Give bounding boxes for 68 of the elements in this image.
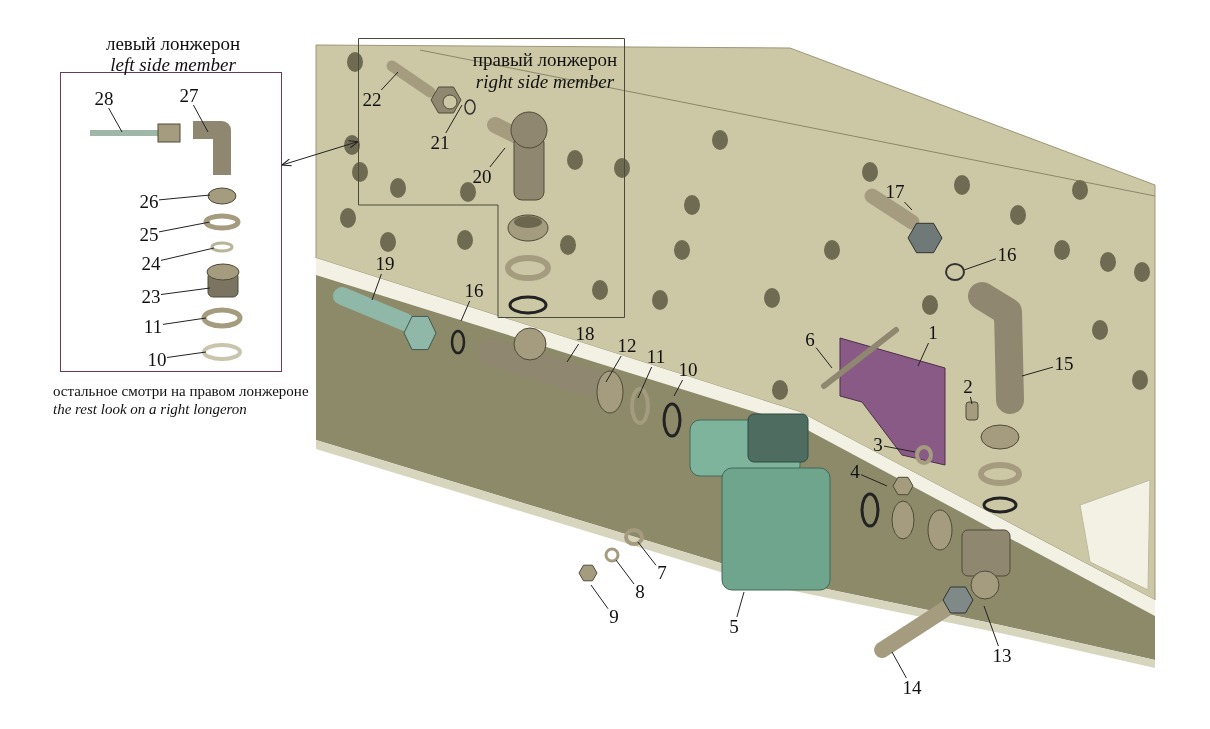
leader-line (917, 342, 929, 367)
leader-line (445, 104, 463, 134)
leader-line (903, 201, 913, 211)
leader-line (891, 651, 907, 679)
leader-line (162, 317, 207, 325)
leader-line (590, 584, 609, 610)
leader-line (615, 559, 635, 585)
callout-number: 27 (178, 86, 200, 106)
leader-line (158, 221, 211, 233)
callout-number: 15 (1053, 354, 1075, 374)
callout-number: 6 (804, 330, 816, 350)
callout-number: 5 (728, 617, 740, 637)
leader-line (160, 247, 215, 261)
callout-number: 13 (991, 646, 1013, 666)
note-text: the rest look on a right longeron (53, 400, 247, 418)
leader-line (371, 273, 382, 301)
callout-number: 11 (645, 347, 667, 367)
leader-line (673, 379, 684, 397)
group-heading: левый лонжерон (105, 33, 241, 54)
leader-line (108, 107, 123, 133)
leader-line (1021, 366, 1054, 377)
leader-line (860, 474, 888, 487)
callout-number: 11 (142, 317, 164, 337)
callout-number: 3 (872, 435, 884, 455)
double-arrow (281, 140, 359, 167)
callout-number: 21 (429, 133, 451, 153)
callout-number: 1 (927, 323, 939, 343)
note-text: остальное смотри на правом лонжероне (53, 382, 309, 400)
callout-number: 24 (140, 254, 162, 274)
leader-line (883, 445, 916, 453)
callout-number: 2 (962, 377, 974, 397)
leader-line (192, 104, 209, 133)
leader-line (637, 366, 653, 399)
callout-number: 8 (634, 582, 646, 602)
callout-number: 22 (361, 90, 383, 110)
callout-number: 20 (471, 167, 493, 187)
leader-line (736, 591, 745, 618)
callout-number: 19 (374, 254, 396, 274)
group-subheading: right side member (475, 71, 615, 92)
leader-line (969, 396, 973, 405)
callout-number: 10 (677, 360, 699, 380)
leader-line (815, 347, 833, 369)
callout-number: 18 (574, 324, 596, 344)
leader-line (605, 355, 622, 383)
leader-line (158, 194, 211, 201)
callout-number: 4 (849, 462, 861, 482)
leader-line (160, 287, 211, 295)
group-heading: правый лонжерон (472, 49, 618, 70)
leader-line (460, 300, 471, 322)
leader-line (637, 541, 657, 566)
callout-number: 14 (901, 678, 923, 698)
callout-number: 25 (138, 225, 160, 245)
leader-line (489, 147, 506, 168)
callout-number: 28 (93, 89, 115, 109)
callout-number: 16 (996, 245, 1018, 265)
callout-number: 10 (146, 350, 168, 370)
callout-number: 12 (616, 336, 638, 356)
callout-number: 9 (608, 607, 620, 627)
callout-number: 7 (656, 563, 668, 583)
callout-number: 16 (463, 281, 485, 301)
leader-line (963, 258, 997, 271)
leader-line (380, 71, 399, 91)
leader-line (566, 343, 580, 363)
callout-number: 23 (140, 287, 162, 307)
leader-line (166, 351, 207, 358)
callout-number: 26 (138, 192, 160, 212)
callout-number: 17 (884, 182, 906, 202)
group-subheading: left side member (110, 54, 236, 75)
